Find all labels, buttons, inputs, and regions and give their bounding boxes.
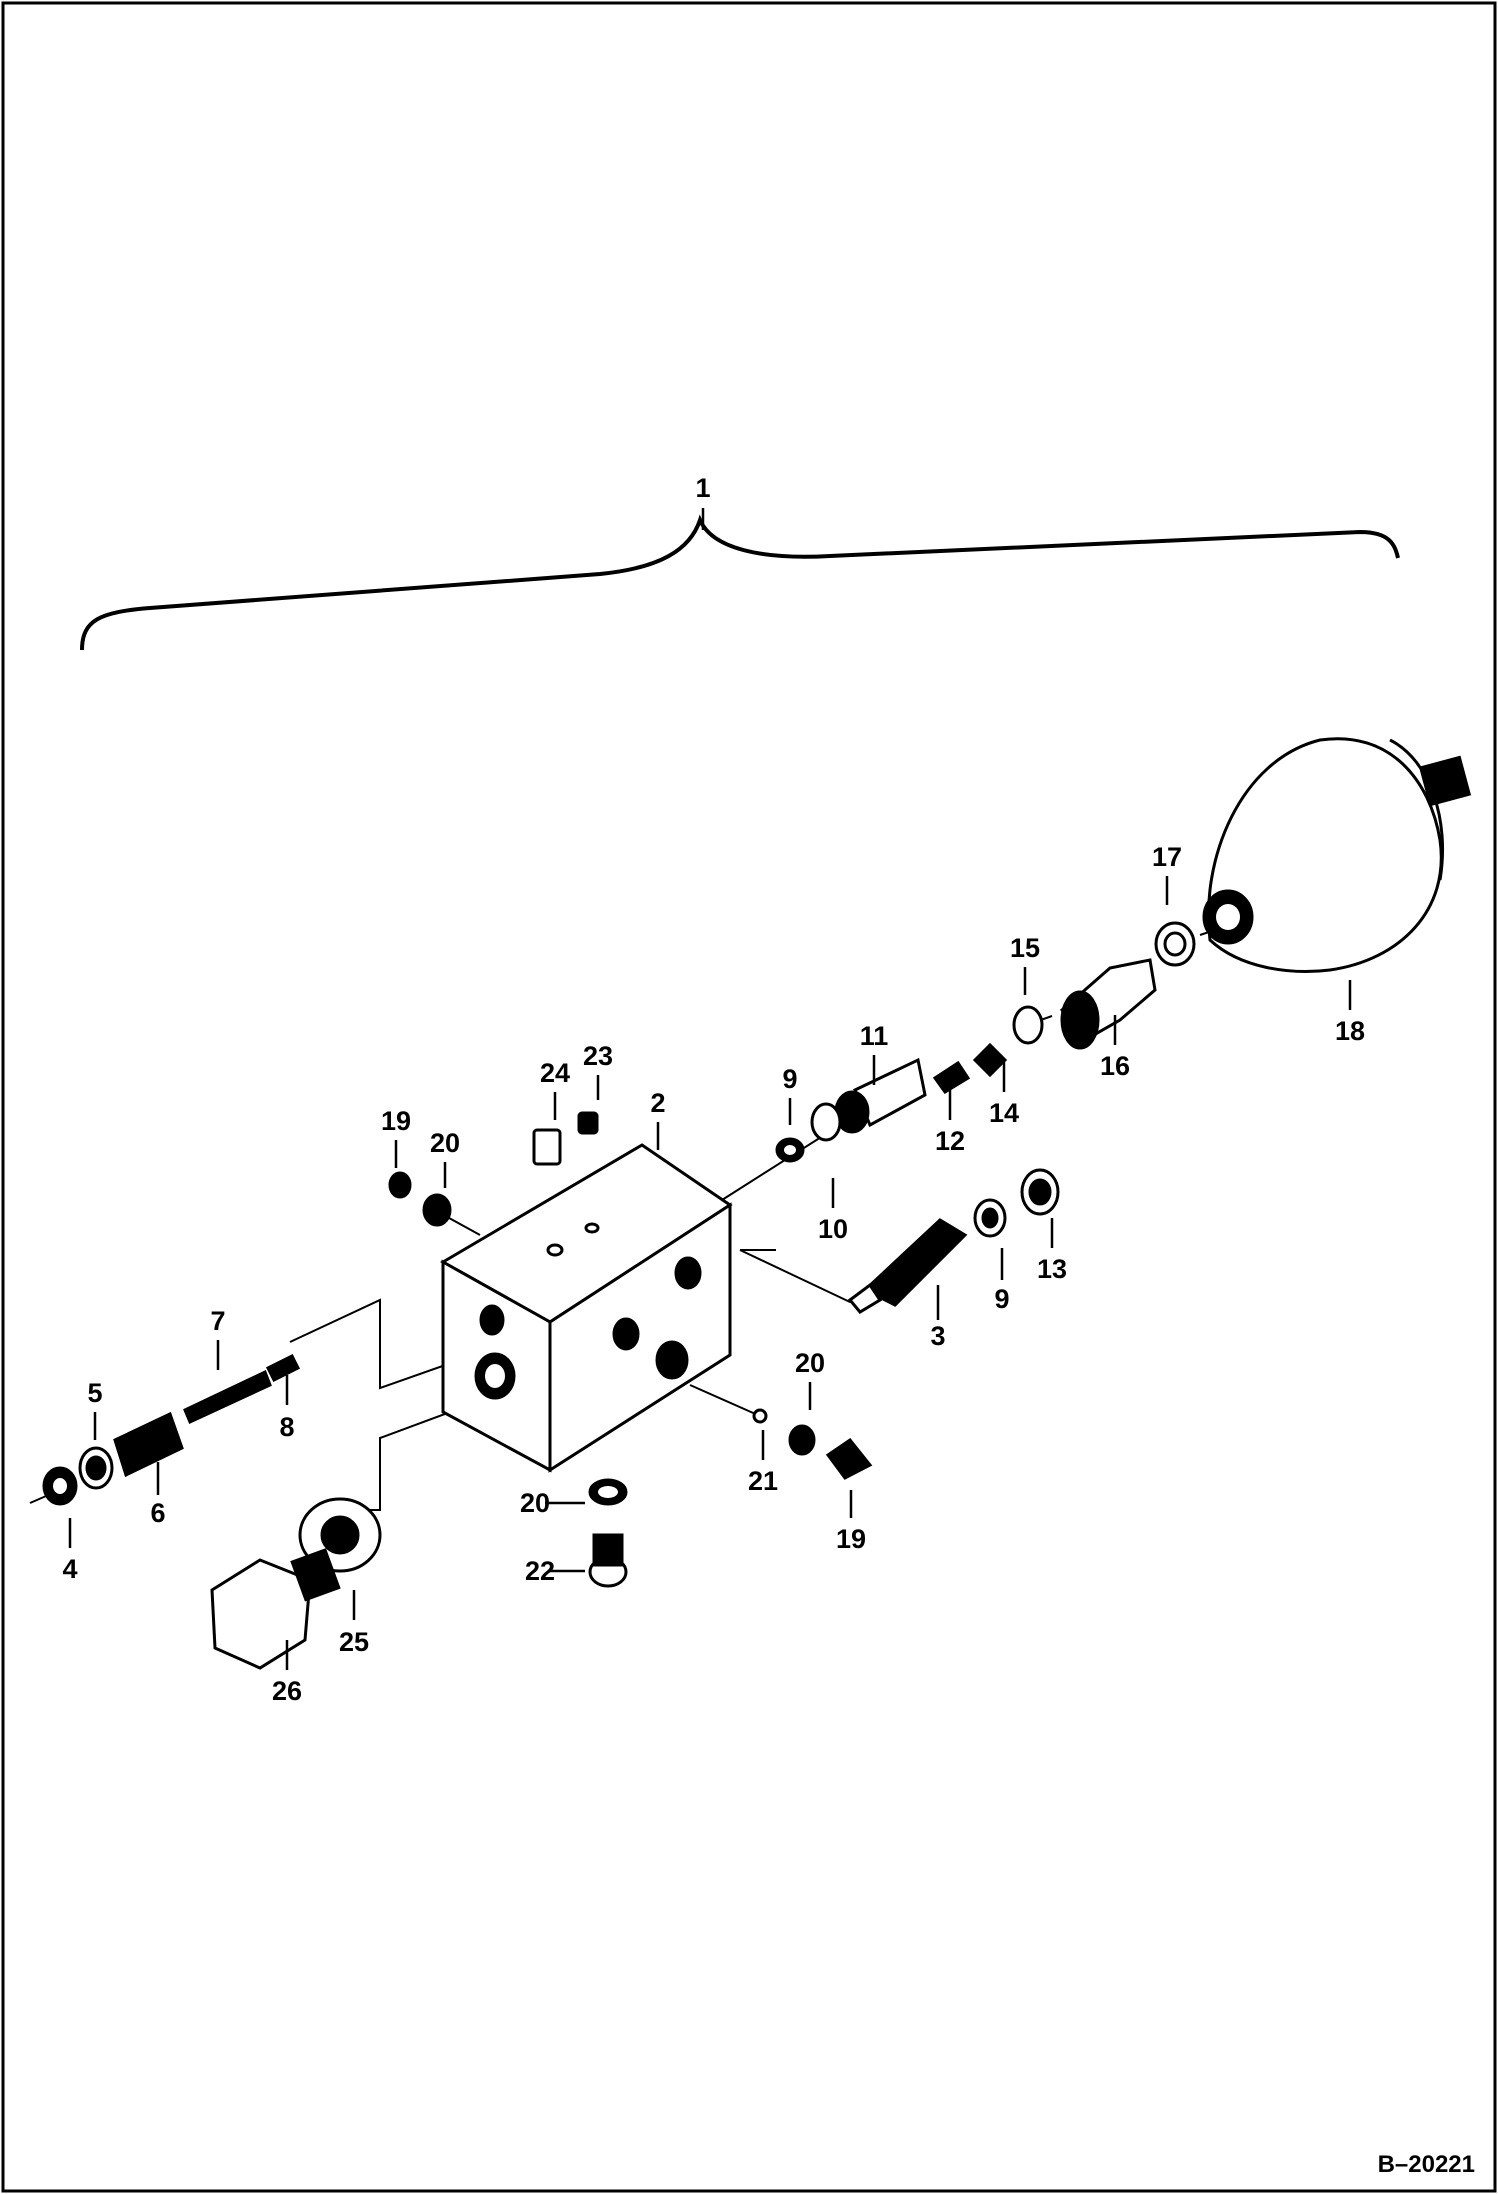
callout-24: 24 [540, 1058, 570, 1088]
callout-9a: 9 [782, 1064, 797, 1094]
callout-3: 3 [930, 1321, 945, 1351]
callout-21: 21 [748, 1466, 778, 1496]
callout-18: 18 [1335, 1016, 1365, 1046]
lower-right-axis-parts [532, 1111, 1060, 1314]
accumulator [1202, 737, 1472, 973]
valve-block [439, 1143, 733, 1473]
callout-15: 15 [1010, 933, 1040, 963]
callout-7: 7 [210, 1306, 225, 1336]
bottom-parts [210, 1408, 873, 1670]
callout-19a: 19 [381, 1106, 411, 1136]
callout-16: 16 [1100, 1051, 1130, 1081]
callout-6: 6 [150, 1498, 165, 1528]
callout-14: 14 [989, 1098, 1019, 1128]
callout-ticks [68, 508, 1352, 1670]
callout-10: 10 [818, 1214, 848, 1244]
callout-2: 2 [650, 1088, 665, 1118]
figure-id: B–20221 [1378, 2151, 1475, 2178]
callout-5: 5 [87, 1378, 102, 1408]
callout-19b: 19 [836, 1524, 866, 1554]
callout-25: 25 [339, 1627, 369, 1657]
upper-axis-parts [775, 921, 1196, 1163]
callout-4: 4 [62, 1554, 77, 1584]
callout-11: 11 [860, 1021, 889, 1051]
assembly-brace [80, 514, 1400, 651]
callout-23: 23 [583, 1041, 613, 1071]
left-axis-parts [42, 1171, 452, 1506]
callout-1: 1 [695, 473, 710, 503]
callout-17: 17 [1152, 842, 1182, 872]
callout-13: 13 [1037, 1254, 1067, 1284]
callout-12: 12 [935, 1126, 965, 1156]
callout-20b: 20 [795, 1348, 825, 1378]
callout-9b: 9 [994, 1284, 1009, 1314]
callout-20a: 20 [430, 1128, 460, 1158]
callout-8: 8 [279, 1412, 294, 1442]
callout-labels: 1 2 3 4 5 6 7 8 9 9 10 11 12 13 14 15 16… [62, 473, 1365, 1706]
callout-26: 26 [272, 1676, 302, 1706]
